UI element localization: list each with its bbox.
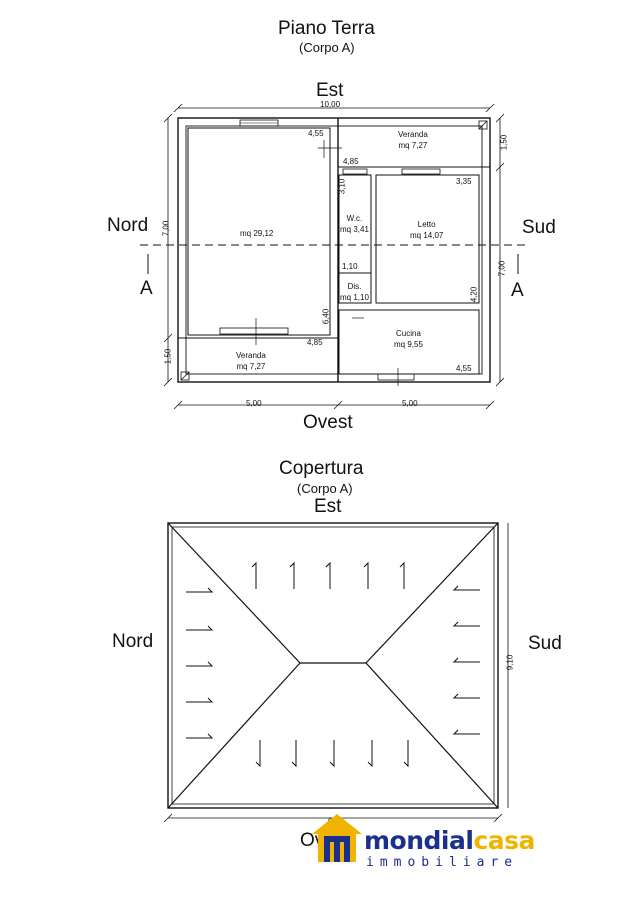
veranda-top-name: Veranda [398,130,428,139]
dim-bottom-right: 5,00 [402,399,418,408]
dim-right-main: 7,00 [497,260,507,277]
logo-tagline: immobiliare [366,855,519,870]
dim-455-top: 4,55 [308,129,324,138]
cucina-label: Cucina mq 9,55 [394,328,423,350]
main-room-area: mq 29,12 [240,229,274,238]
dim-left-main: 7,00 [161,220,171,237]
dim-485-top: 4,85 [343,157,359,166]
dim-310: 3,10 [337,178,347,195]
wc-name: W.c. [346,214,363,223]
logo-brand-part1: mondial [364,826,474,855]
dim-640: 6,40 [321,308,331,325]
veranda-bottom-area: mq 7,27 [236,362,266,371]
dim-455-bottom: 4,55 [456,364,472,373]
dim-top-total: 10,00 [320,100,341,109]
logo-brand: mondialcasa [364,826,535,855]
letto-name: Letto [417,220,436,229]
letto-area: mq 14,07 [410,231,444,240]
cucina-name: Cucina [396,329,421,338]
dim-right-upper: 1,50 [499,134,509,151]
section-marker-left: A [140,278,153,299]
logo-house-icon [310,812,364,864]
direction-south: Sud [522,217,556,238]
direction-north: Nord [107,215,149,236]
roof-title: Copertura [279,458,364,479]
roof-direction-east: Est [314,496,342,517]
veranda-bottom-label: Veranda mq 7,27 [236,350,266,372]
dim-110: 1,10 [342,262,358,271]
wc-label: W.c. mq 3,41 [340,213,369,235]
ground-floor-title: Piano Terra [278,18,375,39]
veranda-top-area: mq 7,27 [398,141,428,150]
wc-area: mq 3,41 [340,225,369,234]
roof-direction-south: Sud [528,633,562,654]
dis-label: Dis. mq 1,10 [340,281,369,303]
letto-label: Letto mq 14,07 [410,219,443,241]
section-marker-right: A [511,280,524,301]
roof-dim-right: 9,10 [505,654,515,671]
dis-area: mq 1,10 [340,293,369,302]
logo-brand-part2: casa [473,826,535,855]
dim-bottom-left: 5,00 [246,399,262,408]
direction-east: Est [316,80,344,101]
roof-direction-north: Nord [112,631,154,652]
direction-west: Ovest [303,412,353,433]
veranda-top-label: Veranda mq 7,27 [398,129,428,151]
veranda-bottom-name: Veranda [236,351,266,360]
dim-485-bottom: 4,85 [307,338,323,347]
dim-left-lower: 1,50 [163,348,173,365]
cucina-area: mq 9,55 [394,340,423,349]
roof-subtitle: (Corpo A) [297,481,353,496]
dis-name: Dis. [347,282,362,291]
ground-floor-subtitle: (Corpo A) [299,40,355,55]
dim-335: 3,35 [456,177,472,186]
dim-420: 4,20 [469,286,479,303]
